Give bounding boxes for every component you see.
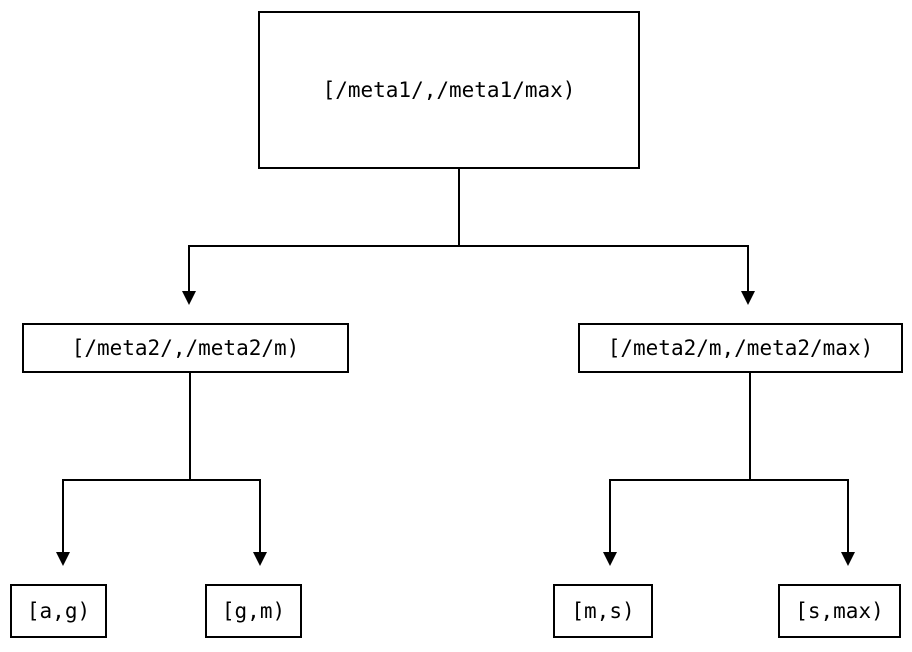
tree-node-meta2-lower[interactable]: [/meta2/,/meta2/m) xyxy=(22,323,349,373)
arrowhead-to-leaf-smax xyxy=(841,552,855,566)
edge-meta2-lower-to-leaves xyxy=(56,373,267,566)
tree-node-leaf-smax[interactable]: [s,max) xyxy=(778,584,901,638)
tree-node-leaf-gm[interactable]: [g,m) xyxy=(205,584,302,638)
tree-node-root[interactable]: [/meta1/,/meta1/max) xyxy=(258,11,640,169)
arrowhead-to-meta2-lower xyxy=(182,291,196,305)
tree-node-leaf-ag-label: [a,g) xyxy=(26,598,91,623)
tree-node-root-label: [/meta1/,/meta1/max) xyxy=(322,77,576,102)
tree-node-leaf-ms-label: [m,s) xyxy=(571,598,635,623)
tree-node-leaf-ms[interactable]: [m,s) xyxy=(553,584,653,638)
tree-node-meta2-lower-label: [/meta2/,/meta2/m) xyxy=(71,335,300,360)
arrowhead-to-meta2-upper xyxy=(741,291,755,305)
tree-node-leaf-smax-label: [s,max) xyxy=(795,598,884,623)
edge-root-to-level2 xyxy=(182,169,755,305)
arrowhead-to-leaf-ms xyxy=(603,552,617,566)
tree-node-meta2-upper-label: [/meta2/m,/meta2/max) xyxy=(607,335,874,360)
tree-node-leaf-gm-label: [g,m) xyxy=(221,598,286,623)
arrowhead-to-leaf-ag xyxy=(56,552,70,566)
arrowhead-to-leaf-gm xyxy=(253,552,267,566)
edge-meta2-upper-to-leaves xyxy=(603,373,855,566)
tree-node-meta2-upper[interactable]: [/meta2/m,/meta2/max) xyxy=(578,323,903,373)
tree-node-leaf-ag[interactable]: [a,g) xyxy=(10,584,107,638)
